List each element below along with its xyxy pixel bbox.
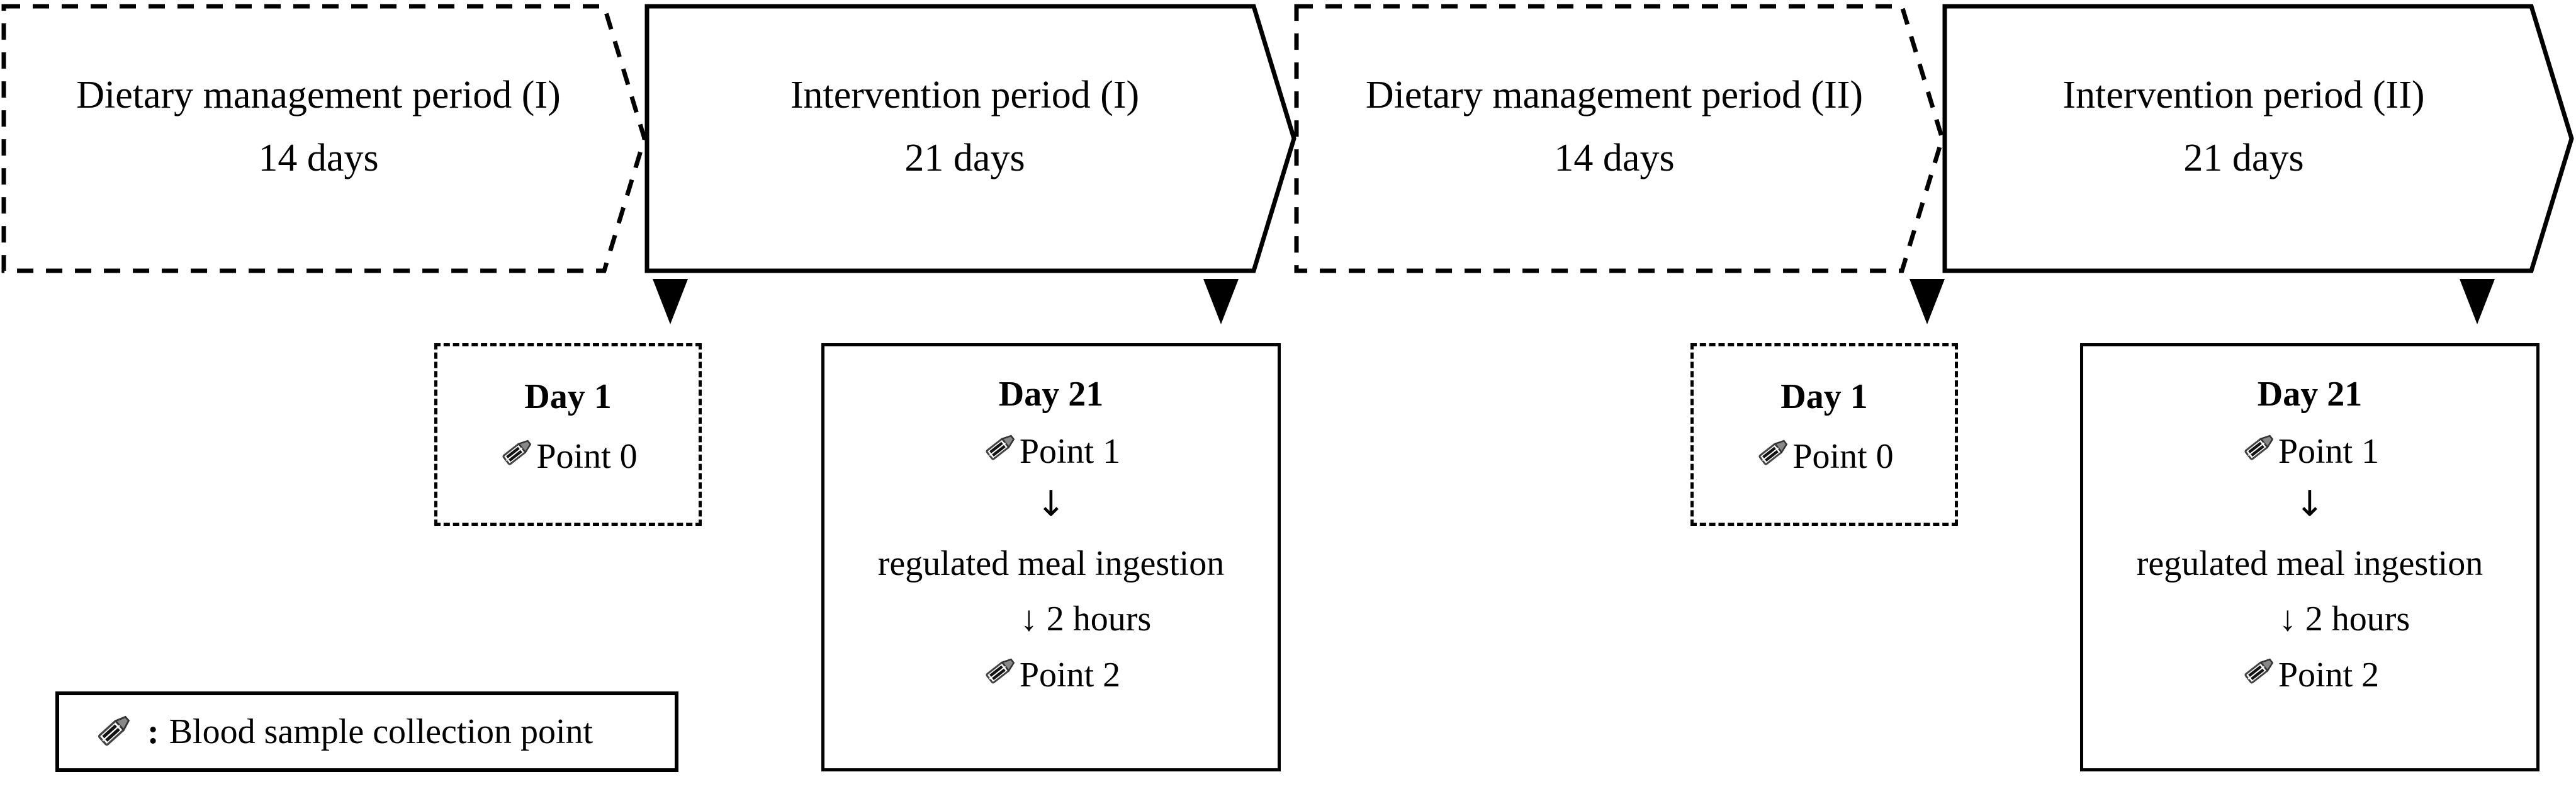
- timepoint-heading: Day 1: [524, 377, 612, 416]
- meal-ingestion-label: regulated meal ingestion: [877, 544, 1225, 583]
- blood-collection-tube-icon: [498, 436, 536, 477]
- timepoint-box-dietary-2-day1: Day 1 Point 0: [1690, 343, 1958, 526]
- meal-ingestion-label: regulated meal ingestion: [2136, 544, 2483, 583]
- blood-collection-tube-icon: [1755, 436, 1792, 477]
- timeline-segment-dietary-1-shape: [1, 4, 647, 273]
- timeline-segment-intervention-1-shape: [644, 4, 1296, 273]
- blood-collection-tube-icon: [982, 431, 1020, 472]
- timepoint-heading: Day 21: [998, 375, 1104, 414]
- timepoint-box-intervention-1-day21: Day 21 Point 1 ↓ regulated meal ingestio…: [821, 343, 1281, 771]
- timeline-banner: [1, 4, 2574, 273]
- timepoint-box-intervention-2-day21: Day 21 Point 1 ↓ regulated meal ingestio…: [2080, 343, 2539, 771]
- down-arrow-hours-label: ↓ 2 hours: [2278, 599, 2410, 639]
- arrow-marker-down-intervention-1: [1203, 279, 1239, 324]
- timeline-segment-intervention-2-shape: [1942, 4, 2574, 273]
- legend-label: Blood sample collection point: [169, 712, 593, 751]
- blood-point-label: Point 2: [2278, 656, 2380, 695]
- legend-separator: :: [147, 712, 159, 751]
- arrow-marker-down-dietary-2: [1910, 279, 1945, 324]
- timepoint-heading: Day 1: [1780, 377, 1868, 416]
- blood-point-label: Point 1: [2278, 432, 2380, 471]
- blood-point-label: Point 2: [1019, 656, 1121, 695]
- blood-point-row: Point 0: [1694, 436, 1955, 477]
- legend: : Blood sample collection point: [55, 691, 678, 772]
- legend-content: : Blood sample collection point: [59, 712, 593, 753]
- blood-point-row: Point 1: [824, 431, 1278, 472]
- blood-point-row: Point 2: [824, 654, 1278, 696]
- blood-collection-tube-icon: [2241, 431, 2278, 472]
- down-arrow-hours-label: ↓ 2 hours: [1020, 599, 1152, 639]
- blood-collection-tube-icon: [982, 654, 1020, 696]
- arrow-marker-down-dietary-1: [653, 279, 688, 324]
- blood-point-row: Point 2: [2083, 654, 2536, 696]
- down-arrow-glyph: ↓: [1036, 484, 1066, 525]
- blood-collection-tube-icon: [2241, 654, 2278, 696]
- blood-point-label: Point 0: [536, 437, 638, 476]
- timepoint-box-dietary-1-day1: Day 1 Point 0: [434, 343, 702, 526]
- arrow-marker-down-intervention-2: [2460, 279, 2495, 324]
- timeline-segment-dietary-2-shape: [1294, 4, 1945, 273]
- down-arrow-glyph: ↓: [2295, 484, 2325, 525]
- blood-point-label: Point 1: [1019, 432, 1121, 471]
- blood-point-row: Point 1: [2083, 431, 2536, 472]
- blood-point-row: Point 0: [437, 436, 699, 477]
- blood-collection-tube-icon: [93, 712, 136, 753]
- blood-point-label: Point 0: [1792, 437, 1894, 476]
- timepoint-heading: Day 21: [2257, 375, 2363, 414]
